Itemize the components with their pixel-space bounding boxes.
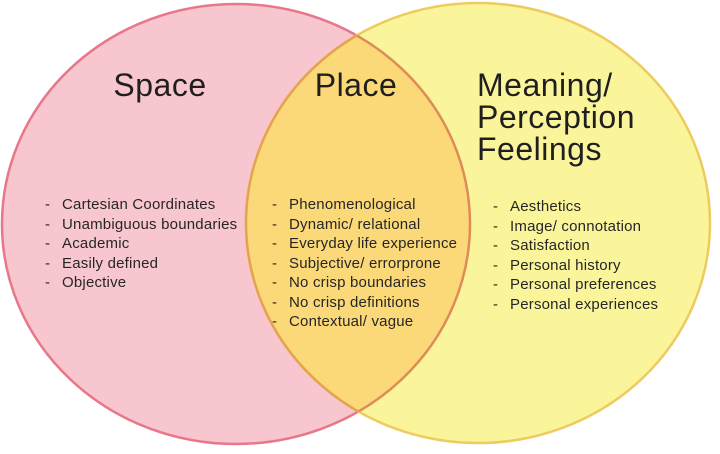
bullet-dash: - [493, 295, 499, 313]
list-item-label: Unambiguous boundaries [62, 215, 238, 233]
list-item-label: Subjective/ errorprone [289, 254, 441, 272]
list-item: - Everyday life experience [272, 234, 457, 254]
bullet-dash: - [272, 254, 278, 272]
list-item: - Aesthetics [493, 197, 658, 217]
list-item: - Cartesian Coordinates [45, 195, 237, 215]
list-item: - Contextual/ vague [272, 312, 457, 332]
bullet-dash: - [493, 237, 499, 254]
list-item-label: Aesthetics [510, 198, 582, 215]
list-item-label: No crisp boundaries [289, 274, 427, 291]
space-title: Space [113, 67, 207, 103]
feelings-title-line: Feelings [477, 131, 602, 167]
list-item: - Personal experiences [493, 295, 658, 315]
list-item-label: Objective [62, 274, 127, 291]
bullet-dash: - [272, 196, 278, 213]
list-item: - Personal history [493, 256, 658, 276]
bullet-dash: - [45, 274, 51, 291]
bullet-dash: - [45, 254, 51, 272]
list-item-label: No crisp definitions [289, 293, 420, 311]
list-item: - Image/ connotation [493, 217, 658, 237]
list-item-label: Academic [62, 235, 130, 252]
place-title: Place [314, 67, 398, 103]
bullet-dash: - [272, 293, 278, 311]
list-item-label: Cartesian Coordinates [62, 196, 216, 213]
list-item: - Phenomenological [272, 195, 457, 215]
list-item: - Objective [45, 273, 237, 293]
bullet-dash: - [45, 235, 51, 252]
list-item-label: Dynamic/ relational [289, 215, 421, 233]
list-item: - Subjective/ errorprone [272, 254, 457, 274]
list-item-label: Phenomenological [289, 196, 416, 213]
list-item: - Personal preferences [493, 275, 658, 295]
list-item-label: Everyday life experience [289, 235, 458, 252]
bullet-dash: - [45, 215, 51, 233]
list-item-label: Personal history [510, 256, 621, 274]
bullet-dash: - [493, 217, 499, 235]
list-item-label: Contextual/ vague [289, 313, 414, 330]
bullet-dash: - [493, 256, 499, 274]
bullet-dash: - [493, 276, 499, 293]
meaning-title-line: Meaning/ [477, 67, 613, 103]
list-item: - Academic [45, 234, 237, 254]
bullet-dash: - [272, 215, 278, 233]
space-item-list: - Cartesian Coordinates - Unambiguous bo… [45, 195, 237, 293]
list-item: - No crisp boundaries [272, 273, 457, 293]
place-item-list: - Phenomenological - Dynamic/ relational… [272, 195, 457, 332]
list-item-label: Personal experiences [510, 295, 659, 313]
overlap-lens [244, 4, 470, 444]
list-item-label: Personal preferences [510, 276, 657, 293]
list-item-label: Image/ connotation [510, 217, 642, 235]
bullet-dash: - [272, 313, 278, 330]
meaning-perception-feelings-title: Meaning/ Perception Feelings [477, 67, 635, 167]
bullet-dash: - [272, 274, 278, 291]
list-item-label: Easily defined [62, 254, 159, 272]
list-item: - Easily defined [45, 254, 237, 274]
perception-title-line: Perception [477, 99, 635, 135]
overlap-right-arc [246, 3, 472, 443]
bullet-dash: - [272, 235, 278, 252]
meaning-item-list: - Aesthetics - Image/ connotation - Sati… [493, 197, 658, 314]
list-item: - Satisfaction [493, 236, 658, 256]
list-item: - No crisp definitions [272, 293, 457, 313]
list-item: - Unambiguous boundaries [45, 215, 237, 235]
list-item-label: Satisfaction [510, 237, 590, 254]
bullet-dash: - [493, 198, 499, 215]
list-item: - Dynamic/ relational [272, 215, 457, 235]
bullet-dash: - [45, 196, 51, 213]
